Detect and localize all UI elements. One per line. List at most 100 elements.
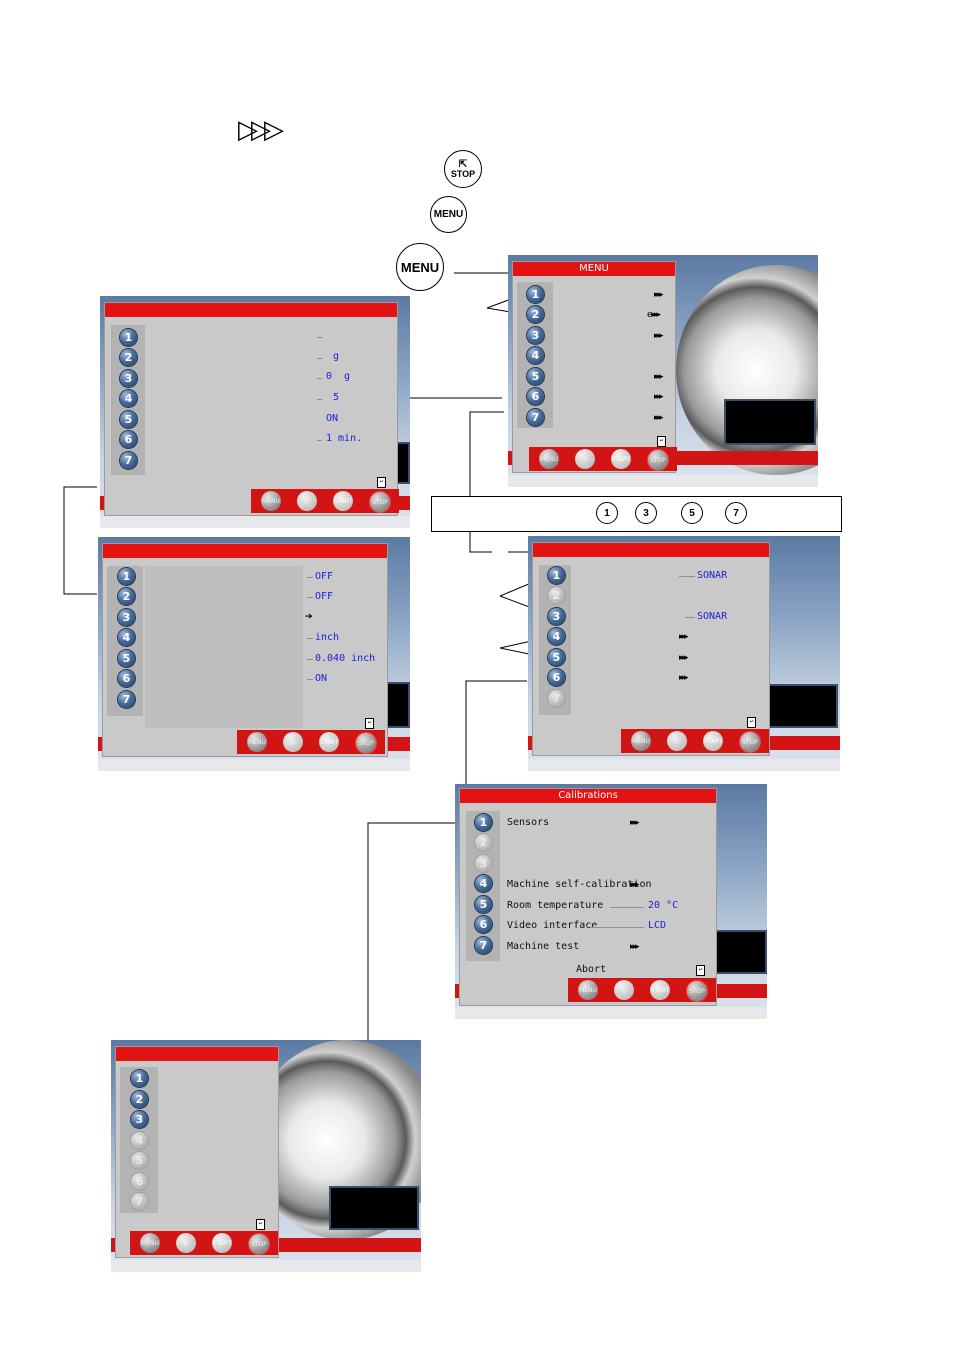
toolbar-minus-button[interactable]: ◇	[176, 1233, 196, 1253]
toolbar-stop-button[interactable]: STOP	[647, 449, 669, 471]
screen-b-item-2[interactable]: 2	[118, 588, 135, 605]
page-icon: ↩	[365, 718, 374, 729]
toolbar-menu-button[interactable]: MENU	[247, 732, 267, 752]
toolbar-menu-button[interactable]: MENU	[140, 1233, 160, 1253]
toolbar-start-button[interactable]: START	[319, 732, 339, 752]
screen-a-item-3[interactable]: 3	[120, 370, 137, 387]
toolbar-start-button[interactable]: START	[212, 1233, 232, 1253]
menu-item-7[interactable]: 7	[527, 409, 544, 426]
value-off-2: OFF	[315, 591, 334, 602]
toolbar-stop-button[interactable]: STOP	[355, 732, 377, 754]
screen-b-item-7[interactable]: 7	[118, 691, 135, 708]
menu-panel: MENU 1 2 3 4 5 6 7 ▸▸▸ e ▸▸▸ ▸▸▸ ▸▸▸ ▸▸▸…	[512, 261, 677, 473]
value-dash	[307, 577, 313, 578]
menu-item-4[interactable]: 4	[527, 347, 544, 364]
screen-a-item-5[interactable]: 5	[120, 411, 137, 428]
menu-item-5[interactable]: 5	[527, 368, 544, 385]
page-icon: ↩	[256, 1219, 265, 1230]
toolbar-menu-button[interactable]: MENU	[539, 449, 559, 469]
calibration-item-5[interactable]: 5	[475, 896, 492, 913]
page-icon: ↩	[377, 477, 386, 488]
screen-a-panel: 1 2 3 4 5 6 7 g 0 g 5 ON 1 min. ↩ MENU ◇…	[104, 302, 399, 516]
calibration-item-4[interactable]: 4	[475, 875, 492, 892]
menu-item-2[interactable]: 2	[527, 306, 544, 323]
menu-label-large: MENU	[400, 259, 440, 275]
menu-button[interactable]: MENU	[430, 196, 467, 233]
screen-a-item-4[interactable]: 4	[120, 390, 137, 407]
value-weight: g	[333, 351, 340, 362]
bottom-fade	[455, 1007, 767, 1019]
screen-a-item-6[interactable]: 6	[120, 431, 137, 448]
menu-button-large[interactable]: MENU	[396, 243, 444, 291]
toolbar-minus-button[interactable]: ◇	[667, 731, 687, 751]
label-self-calibration: Machine self-calibration	[507, 879, 652, 890]
toolbar-stop-button[interactable]: STOP	[369, 491, 391, 513]
toolbar-start-button[interactable]: START	[650, 980, 670, 1000]
value-on: ON	[315, 673, 328, 684]
submenu-arrow: ▸▸▸	[630, 942, 639, 952]
screen-a-item-2[interactable]: 2	[120, 349, 137, 366]
screen-b-item-6[interactable]: 6	[118, 670, 135, 687]
screen-c-item-4[interactable]: 4	[548, 628, 565, 645]
value-dash	[317, 337, 322, 338]
screen-b-item-5[interactable]: 5	[118, 650, 135, 667]
toolbar-menu-button[interactable]: MENU	[578, 980, 598, 1000]
toolbar-menu-button[interactable]: MENU	[261, 491, 281, 511]
screen-c-title	[533, 543, 769, 557]
bottom-toolbar: MENU ◇ START STOP	[529, 447, 677, 471]
screen-a-item-1[interactable]: 1	[120, 329, 137, 346]
value-dash	[307, 679, 313, 680]
toolbar-minus-button[interactable]: ◇	[614, 980, 634, 1000]
toolbar-minus-button[interactable]: ◇	[283, 732, 303, 752]
screen-b-item-4[interactable]: 4	[118, 629, 135, 646]
screen-c-item-5[interactable]: 5	[548, 649, 565, 666]
value-dash	[307, 638, 313, 639]
stop-label: STOP	[450, 168, 476, 179]
display-box	[329, 1186, 419, 1230]
screen-b-item-3[interactable]: 3	[118, 609, 135, 626]
toolbar-start-button[interactable]: START	[611, 449, 631, 469]
value-dash	[685, 617, 695, 618]
bottom-fade	[111, 1260, 421, 1272]
calibration-item-6[interactable]: 6	[475, 916, 492, 933]
menu-item-6[interactable]: 6	[527, 388, 544, 405]
screen-c-item-3[interactable]: 3	[548, 608, 565, 625]
toolbar-stop-button[interactable]: STOP	[686, 980, 708, 1002]
submenu-arrow: ▸▸▸	[654, 392, 663, 402]
toolbar-start-button[interactable]: START	[703, 731, 723, 751]
value-sonar-2: SONAR	[697, 611, 728, 622]
toolbar-minus-button[interactable]: ◇	[575, 449, 595, 469]
screen-d-item-7: 7	[131, 1193, 148, 1210]
screen-b-panel: 1 2 3 4 5 6 7 OFF OFF ➔ inch 0.040 inch …	[102, 543, 388, 757]
toolbar-stop-button[interactable]: STOP	[739, 731, 761, 753]
toolbar-minus-button[interactable]: ◇	[297, 491, 317, 511]
screen-c-item-6[interactable]: 6	[548, 669, 565, 686]
value-sonar-1: SONAR	[697, 570, 728, 581]
calibration-item-1[interactable]: 1	[475, 814, 492, 831]
toolbar-start-button[interactable]: START	[333, 491, 353, 511]
submenu-arrow: ▸▸▸	[654, 331, 663, 341]
screen-c: 1 2 3 4 5 6 7 SONAR SONAR ▸▸▸ ▸▸▸ ▸▸▸ ↩ …	[528, 536, 840, 771]
screen-d-item-2[interactable]: 2	[131, 1091, 148, 1108]
value-dash	[307, 597, 313, 598]
stop-button[interactable]: ⇱ STOP	[444, 150, 482, 188]
screen-a-item-7[interactable]: 7	[120, 452, 137, 469]
screen-d-item-3[interactable]: 3	[131, 1111, 148, 1128]
screen-b: 1 2 3 4 5 6 7 OFF OFF ➔ inch 0.040 inch …	[98, 537, 410, 771]
screen-d-title	[116, 1047, 278, 1061]
page-icon: ↩	[747, 717, 756, 728]
screen-d-item-4: 4	[131, 1132, 148, 1149]
screen-d-item-1[interactable]: 1	[131, 1070, 148, 1087]
value-unit: inch	[315, 632, 340, 643]
menu-item-3[interactable]: 3	[527, 327, 544, 344]
screen-b-item-1[interactable]: 1	[118, 568, 135, 585]
screen-c-item-1[interactable]: 1	[548, 567, 565, 584]
screen-a-title	[105, 303, 397, 317]
screen-b-title	[103, 544, 387, 558]
menu-item-1[interactable]: 1	[527, 286, 544, 303]
label-sensors: Sensors	[507, 817, 550, 828]
toolbar-stop-button[interactable]: STOP	[248, 1233, 270, 1255]
submenu-arrow: ▸▸▸	[654, 413, 663, 423]
calibration-item-7[interactable]: 7	[475, 937, 492, 954]
toolbar-menu-button[interactable]: MENU	[631, 731, 651, 751]
